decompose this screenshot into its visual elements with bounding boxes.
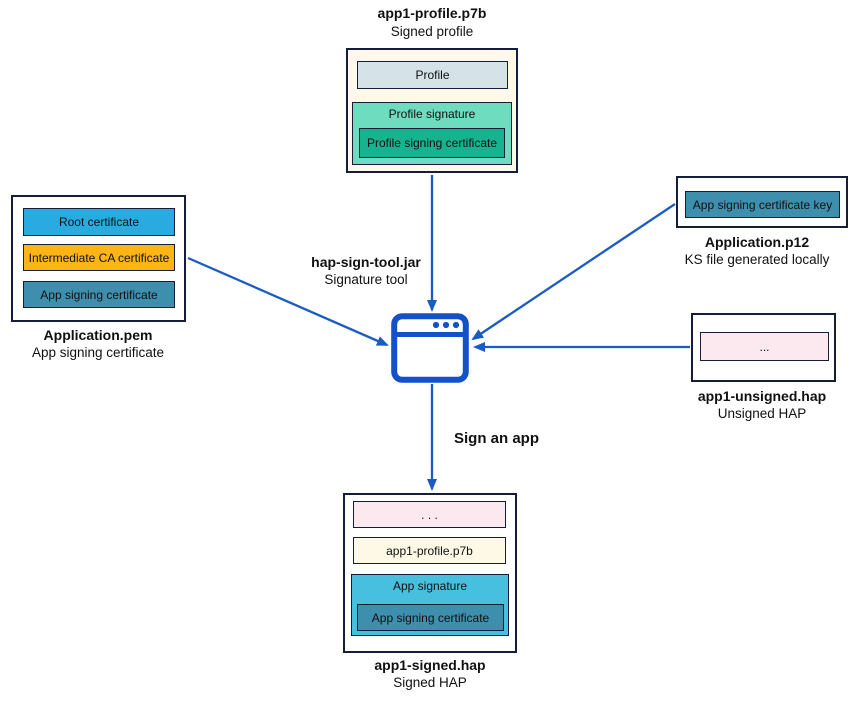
root-certificate-chip: Root certificate [23,208,175,236]
signed-hap-title: app1-signed.hap [374,657,486,673]
application-p12-title: Application.p12 [704,234,810,250]
intermediate-ca-certificate-chip: Intermediate CA certificate [23,244,175,271]
arrow-p12-to-tool [471,203,676,341]
signed-profile-title: app1-profile.p7b [377,5,487,21]
signed-hap-app-signing-certificate-chip: App signing certificate [357,604,504,631]
unsigned-hap-title: app1-unsigned.hap [697,388,827,404]
signed-profile-box: Profile Profile signature Profile signin… [346,48,518,173]
pem-app-signing-certificate-chip: App signing certificate [23,281,175,308]
application-p12-box: App signing certificate key [676,176,848,228]
app-signature-label: App signature [392,579,468,593]
profile-signature-box: Profile signature Profile signing certif… [352,102,512,165]
application-pem-box: Root certificate Intermediate CA certifi… [11,195,186,322]
application-pem-subtitle: App signing certificate [31,345,165,360]
signed-hap-box: . . . app1-profile.p7b App signature App… [343,493,517,653]
profile-signing-certificate-chip: Profile signing certificate [359,128,505,158]
app-signature-box: App signature App signing certificate [351,574,509,636]
signed-hap-profile-file-chip: app1-profile.p7b [353,537,506,564]
tool-subtitle: Signature tool [324,272,408,287]
signed-hap-ellipsis-chip: . . . [353,501,506,528]
profile-chip: Profile [357,61,508,89]
application-p12-subtitle: KS file generated locally [684,252,830,267]
sign-an-app-label: Sign an app [454,430,540,447]
application-pem-title: Application.pem [43,327,153,343]
profile-signature-label: Profile signature [388,107,476,121]
unsigned-hap-subtitle: Unsigned HAP [717,406,807,421]
signed-hap-subtitle: Signed HAP [393,675,467,690]
signed-profile-subtitle: Signed profile [390,24,474,39]
unsigned-hap-ellipsis-chip: ... [700,332,829,361]
unsigned-hap-box: ... [691,313,836,382]
tool-title: hap-sign-tool.jar [311,254,421,270]
app-signing-certificate-key-chip: App signing certificate key [685,191,840,218]
app-window-icon [391,313,469,383]
